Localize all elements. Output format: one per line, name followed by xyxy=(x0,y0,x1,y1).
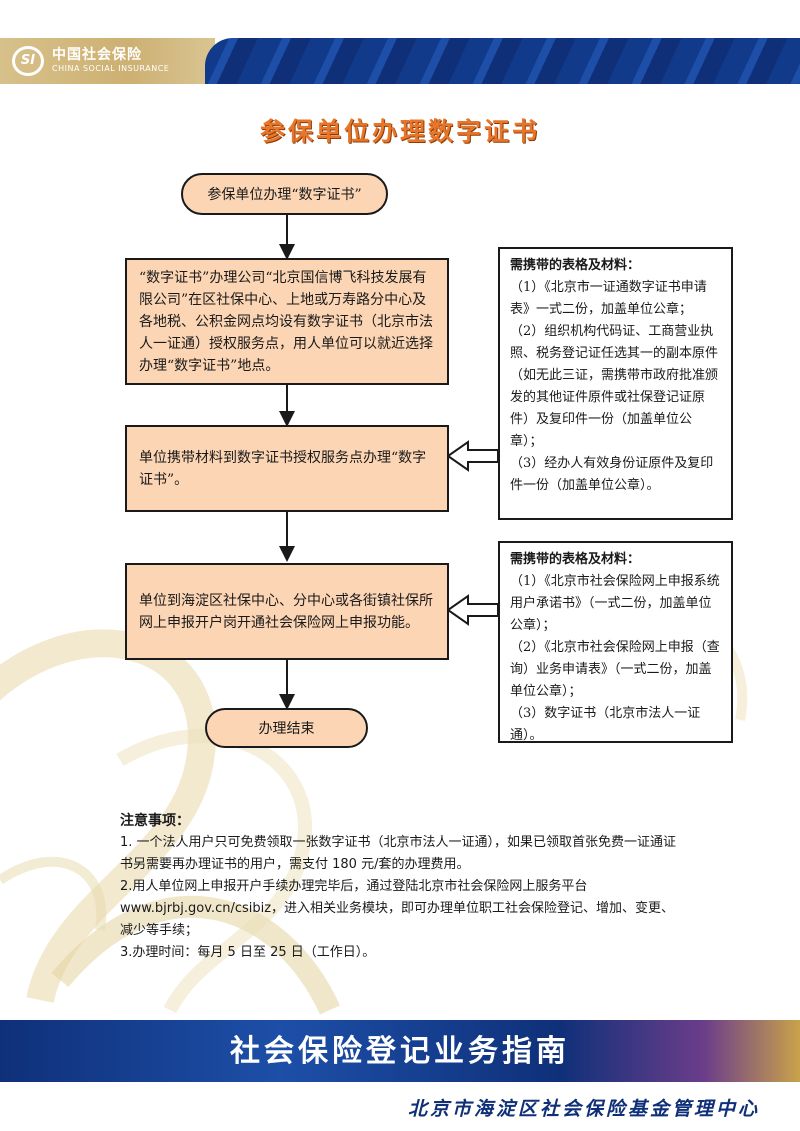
flow-step-3: 单位到海淀区社保中心、分中心或各街镇社保所网上申报开户岗开通社会保险网上申报功能… xyxy=(125,563,449,660)
logo-english-text: CHINA SOCIAL INSURANCE xyxy=(52,64,170,73)
flow-end-label: 办理结束 xyxy=(258,721,315,737)
flow-end: 办理结束 xyxy=(205,708,368,748)
materials-note-1-item: （3）经办人有效身份证原件及复印件一份（加盖单位公章）。 xyxy=(510,456,714,493)
materials-note-2-heading: 需携带的表格及材料： xyxy=(510,552,641,567)
footer-title: 社会保险登记业务指南 xyxy=(230,1034,570,1069)
flow-start: 参保单位办理“数字证书” xyxy=(181,173,388,215)
flow-step-1-text: “数字证书”办理公司“北京国信博飞科技发展有限公司”在区社保中心、上地或万寿路分… xyxy=(139,269,433,374)
hollow-arrow-note2 xyxy=(446,594,499,626)
flow-step-2-text: 单位携带材料到数字证书授权服务点办理“数字证书”。 xyxy=(139,449,427,488)
flow-step-1: “数字证书”办理公司“北京国信博飞科技发展有限公司”在区社保中心、上地或万寿路分… xyxy=(125,258,449,385)
header-banner: SI 中国社会保险 CHINA SOCIAL INSURANCE xyxy=(0,38,800,84)
flow-start-label: 参保单位办理“数字证书” xyxy=(207,187,362,203)
logo-chinese-text: 中国社会保险 xyxy=(52,47,142,63)
flow-step-2: 单位携带材料到数字证书授权服务点办理“数字证书”。 xyxy=(125,425,449,512)
flow-step-3-text: 单位到海淀区社保中心、分中心或各街镇社保所网上申报开户岗开通社会保险网上申报功能… xyxy=(139,592,433,631)
notices-section: 注意事项： 1. 一个法人用户只可免费领取一张数字证书（北京市法人一证通），如果… xyxy=(120,810,680,964)
materials-note-2-item: （2）《北京市社会保险网上申报（查询）业务申请表》（一式二份，加盖单位公章）； xyxy=(510,640,720,699)
materials-note-2-item: （1）《北京市社会保险网上申报系统用户承诺书》（一式二份，加盖单位公章）； xyxy=(510,574,720,633)
notice-item: 2.用人单位网上申报开户手续办理完毕后，通过登陆北京市社会保险网上服务平台 ww… xyxy=(120,879,675,938)
materials-note-1-item: （1）《北京市一证通数字证书申请表》一式二份，加盖单位公章； xyxy=(510,280,707,317)
materials-note-1: 需携带的表格及材料： （1）《北京市一证通数字证书申请表》一式二份，加盖单位公章… xyxy=(498,247,733,520)
footer-banner xyxy=(0,1020,800,1082)
hollow-arrow-note1 xyxy=(446,440,499,472)
header-gold-strip: SI 中国社会保险 CHINA SOCIAL INSURANCE xyxy=(0,38,215,84)
page-title: 参保单位办理数字证书 xyxy=(259,117,540,146)
materials-note-1-heading: 需携带的表格及材料： xyxy=(510,258,641,273)
materials-note-1-item: （2）组织机构代码证、工商营业执照、税务登记证任选其一的副本原件（如无此三证，需… xyxy=(510,324,719,449)
notices-title: 注意事项： xyxy=(120,813,190,829)
materials-note-2-item: （3）数字证书（北京市法人一证通）。 xyxy=(510,706,701,743)
header-blue-strip xyxy=(205,38,800,84)
social-insurance-logo-icon: SI xyxy=(12,46,44,76)
materials-note-2: 需携带的表格及材料： （1）《北京市社会保险网上申报系统用户承诺书》（一式二份，… xyxy=(498,541,733,743)
footer-organization: 北京市海淀区社会保险基金管理中心 xyxy=(407,1098,760,1120)
notice-item: 3.办理时间：每月 5 日至 25 日（工作日）。 xyxy=(120,945,376,960)
notice-item: 1. 一个法人用户只可免费领取一张数字证书（北京市法人一证通），如果已领取首张免… xyxy=(120,835,677,872)
